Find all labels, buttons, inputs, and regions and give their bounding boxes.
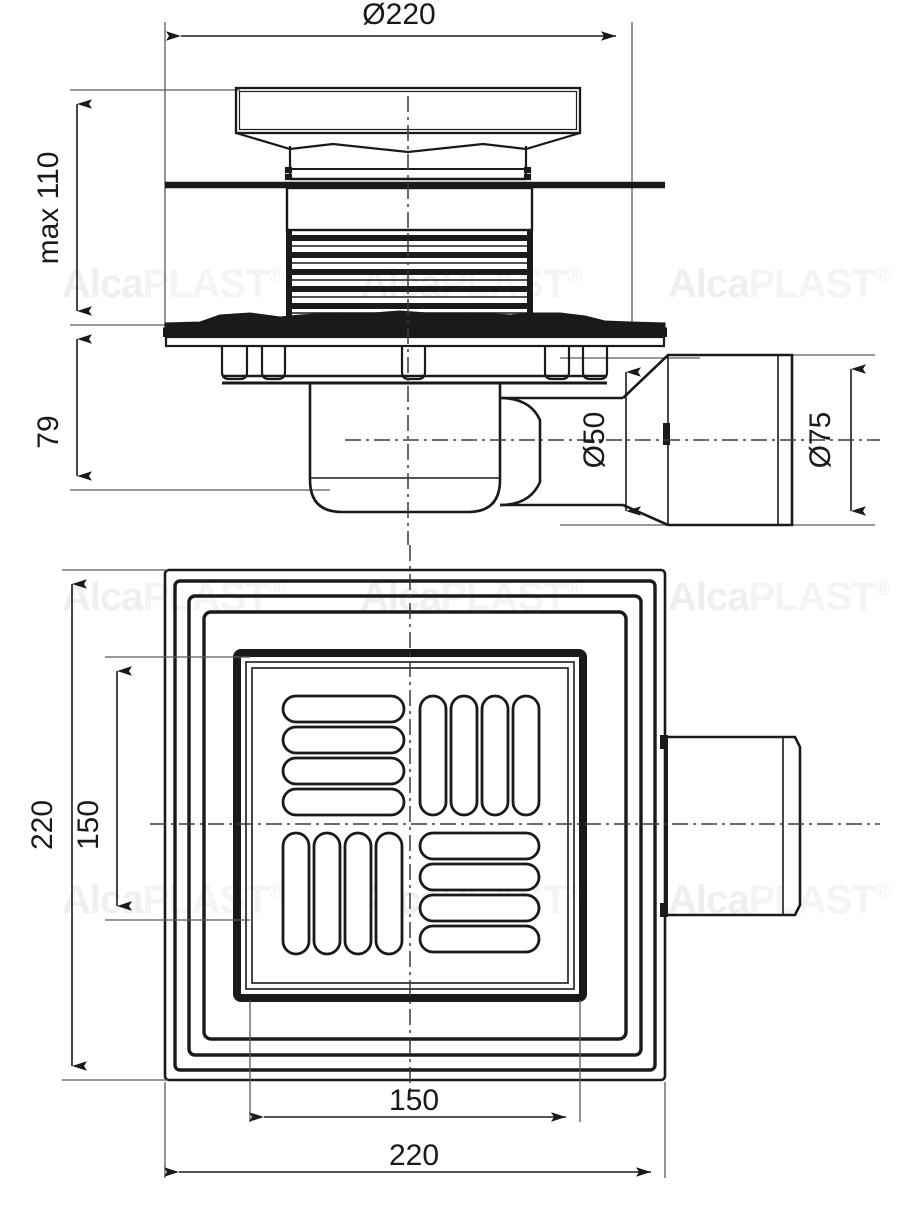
label-plan-outer-height: 220 (26, 800, 59, 850)
plan-dimension-extension-lines (62, 569, 666, 1178)
flange-tabs (220, 347, 609, 381)
trap-body (308, 383, 502, 514)
label-plan-inner-width: 150 (389, 1084, 439, 1117)
plan-outlet-lug (660, 735, 668, 917)
telescopic-thread-edges (286, 231, 533, 323)
plan-outer-squares (163, 568, 667, 1082)
telescopic-ribs (292, 229, 527, 323)
plan-centerlines (150, 545, 880, 1100)
outlet-lug (663, 423, 670, 445)
side-outlet-neck (499, 396, 623, 507)
label-inlet-diameter: Ø50 (578, 412, 611, 469)
grate-quadrant-bottom-left (281, 831, 404, 956)
grate-frame-knurl (284, 166, 532, 181)
label-top-diameter: Ø220 (362, 0, 435, 31)
grate-quadrant-top-right (418, 694, 541, 817)
label-max-height: max 110 (32, 152, 65, 265)
telescopic-collar (285, 186, 534, 232)
label-plan-outer-width: 220 (389, 1139, 439, 1172)
grate-quadrant-bottom-right (418, 831, 541, 954)
flange-plate (163, 310, 667, 348)
label-outlet-diameter: Ø75 (804, 412, 837, 469)
grate-quadrant-top-left (281, 694, 406, 817)
elevation-centerlines (345, 96, 880, 545)
plan-side-outlet (666, 735, 802, 917)
label-lower-height: 79 (32, 415, 65, 448)
elevation-dimension-lines (70, 22, 875, 526)
flange-tab-band (222, 374, 607, 385)
label-plan-inner-height: 150 (72, 800, 105, 850)
